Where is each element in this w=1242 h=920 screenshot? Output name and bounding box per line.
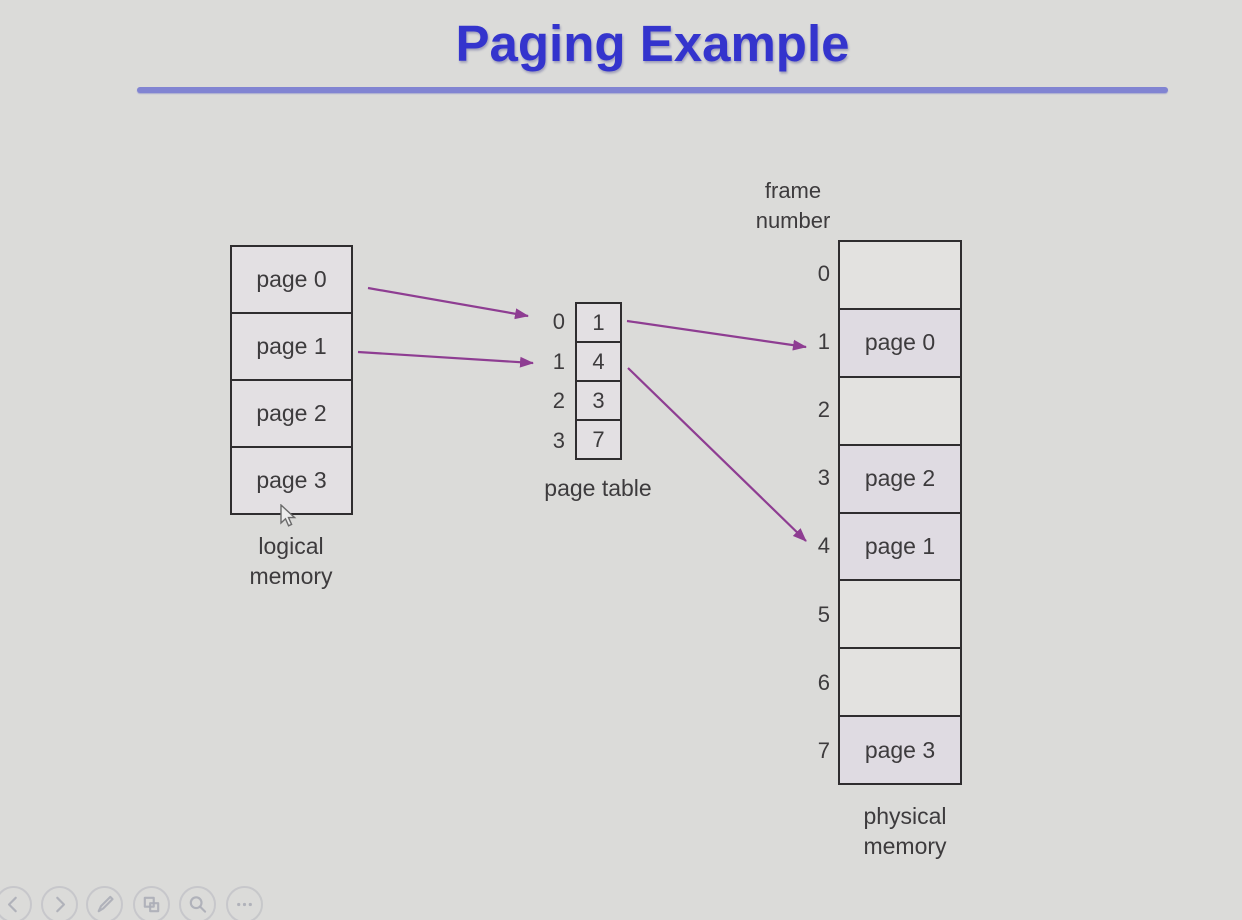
pen-tool-button[interactable] bbox=[85, 886, 123, 920]
page-table: 1 4 3 7 bbox=[575, 302, 622, 460]
caption-line: physical bbox=[863, 803, 947, 829]
logical-memory-cell: page 0 bbox=[232, 247, 351, 312]
previous-slide-button[interactable] bbox=[0, 886, 32, 920]
frame-index: 5 bbox=[817, 601, 830, 627]
chevron-right-icon bbox=[55, 896, 65, 913]
logical-memory-cell: page 3 bbox=[232, 446, 351, 513]
frame-index: 3 bbox=[817, 465, 830, 491]
physical-frame bbox=[840, 579, 960, 648]
logical-memory-cell: page 2 bbox=[232, 379, 351, 446]
page-title: Paging Example bbox=[455, 15, 850, 72]
logical-memory-caption: logical memory bbox=[216, 531, 366, 591]
physical-frame bbox=[840, 647, 960, 716]
page-table-entry: 1 bbox=[577, 304, 620, 341]
chevron-left-icon bbox=[7, 896, 17, 913]
next-slide-button[interactable] bbox=[40, 886, 78, 920]
caption-line: frame bbox=[764, 178, 822, 203]
title-underline bbox=[137, 87, 1168, 93]
page-table-index: 3 bbox=[552, 427, 565, 453]
physical-memory-column: page 0 page 2 page 1 page 3 bbox=[838, 240, 962, 785]
page-table-index: 0 bbox=[552, 309, 565, 334]
physical-frame: page 2 bbox=[840, 443, 960, 512]
caption-line: memory bbox=[863, 833, 947, 859]
frame-index: 2 bbox=[817, 397, 830, 423]
caption-line: memory bbox=[249, 563, 333, 589]
physical-frame: page 0 bbox=[840, 307, 960, 376]
logical-memory-column: page 0 page 1 page 2 page 3 bbox=[230, 245, 353, 515]
caption-line: logical bbox=[258, 533, 324, 559]
page-table-entry: 7 bbox=[577, 419, 620, 458]
slides-grid-icon bbox=[143, 896, 159, 913]
frame-number-header: frame number bbox=[740, 176, 846, 236]
page-table-index: 1 bbox=[552, 348, 565, 374]
physical-frame bbox=[840, 375, 960, 444]
page-table-entry: 3 bbox=[577, 380, 620, 419]
magnifier-icon bbox=[189, 896, 206, 913]
logical-memory-cell: page 1 bbox=[232, 312, 351, 379]
page-table-index: 2 bbox=[552, 388, 565, 413]
caption-line: number bbox=[755, 208, 831, 233]
frame-index: 0 bbox=[817, 261, 830, 286]
more-options-button[interactable] bbox=[225, 886, 263, 920]
see-all-slides-button[interactable] bbox=[132, 886, 170, 920]
frame-index: 7 bbox=[817, 737, 830, 763]
physical-frame: page 3 bbox=[840, 715, 960, 783]
physical-frame bbox=[840, 242, 960, 308]
frame-index: 6 bbox=[817, 669, 830, 695]
pen-icon bbox=[97, 895, 114, 913]
physical-frame: page 1 bbox=[840, 511, 960, 580]
frame-index: 1 bbox=[817, 329, 830, 355]
ellipsis-icon bbox=[236, 902, 252, 907]
zoom-slide-button[interactable] bbox=[178, 886, 216, 920]
physical-memory-caption: physical memory bbox=[830, 801, 980, 861]
frame-index: 4 bbox=[817, 533, 830, 559]
page-table-entry: 4 bbox=[577, 341, 620, 380]
